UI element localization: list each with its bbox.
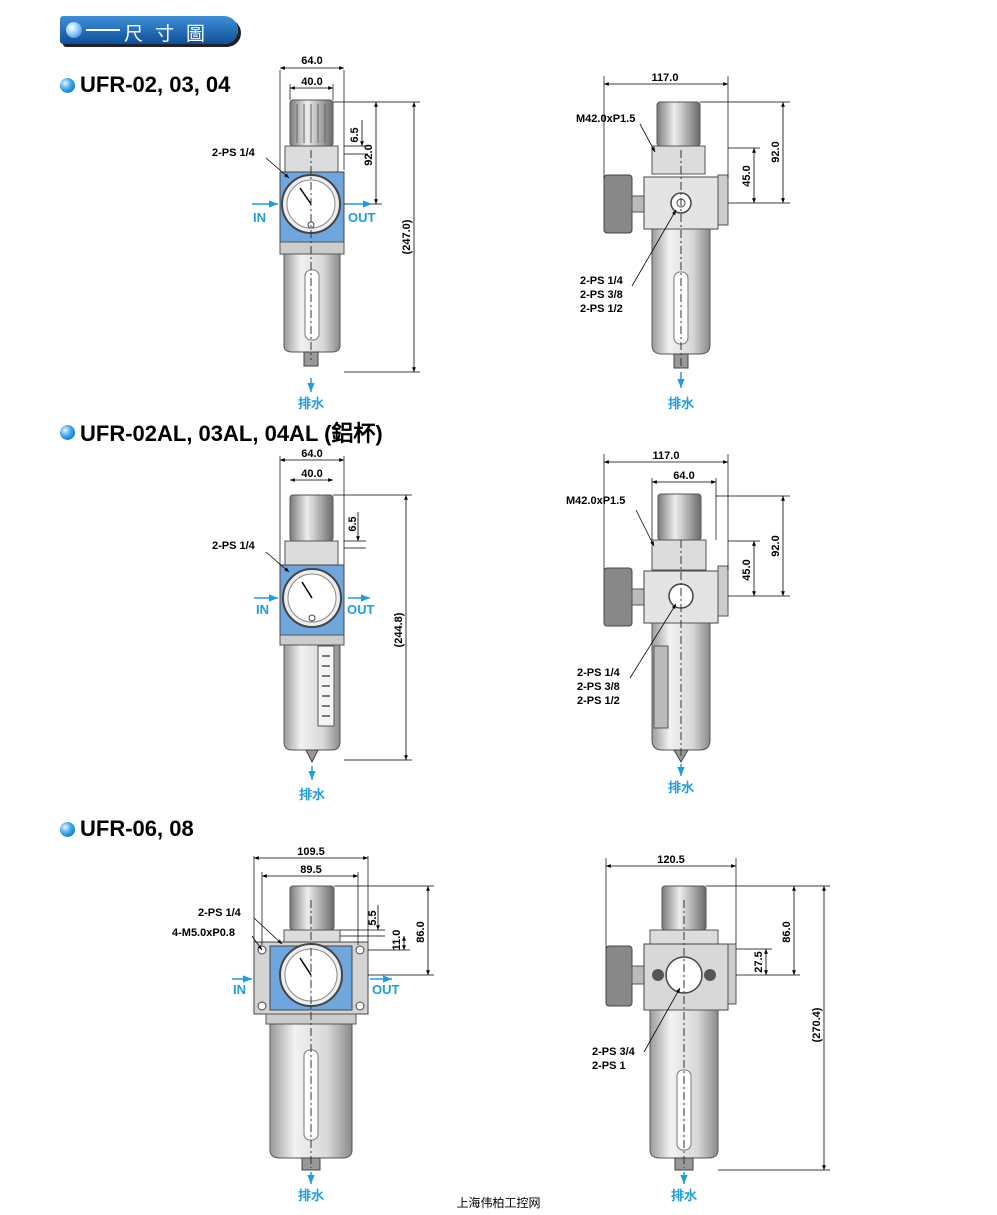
drain-valve (305, 749, 319, 764)
mount-thread-label: 4-M5.0xP0.8 (172, 927, 235, 939)
gauge-side (603, 174, 633, 234)
port-label: 2-PS 1/4 (580, 275, 624, 287)
port-label: 2-PS 1/2 (580, 303, 623, 315)
dim-width: 117.0 (652, 72, 679, 84)
thread-label: M42.0xP1.5 (566, 495, 625, 507)
dim-width-inner: 40.0 (301, 76, 322, 88)
dim-width-inner: 64.0 (673, 470, 694, 482)
regulator-knob (657, 493, 702, 541)
dim-width: 120.5 (657, 854, 685, 866)
dim-height: (270.4) (811, 1007, 823, 1042)
drain-label: 排水 (668, 780, 695, 795)
bullet-icon (60, 821, 75, 837)
port-label: 2-PS 1/4 (577, 667, 621, 679)
port-label: 2-PS 3/4 (592, 1046, 636, 1058)
s1-front-view: 64.0 40.0 2-PS 1/4 6.5 92.0 (247.0) IN O… (212, 55, 420, 411)
dim-high: 86.0 (415, 921, 427, 942)
bullet-icon (60, 424, 75, 440)
in-label: IN (256, 602, 269, 617)
out-label: OUT (347, 602, 375, 617)
thread-label: M42.0xP1.5 (576, 113, 635, 125)
regulator-knob (656, 101, 701, 147)
badge-bullet-icon (66, 22, 82, 38)
section-title-2: UFR-02AL, 03AL, 04AL (鋁杯) (60, 416, 383, 448)
bowl-window (304, 269, 320, 341)
in-label: IN (253, 210, 266, 225)
s2-side-view: 117.0 64.0 M42.0xP1.5 45.0 92.0 2-PS 1/4… (566, 450, 790, 795)
regulator-knob (289, 494, 334, 542)
bullet-icon (60, 77, 75, 93)
port-label: 2-PS 3/8 (577, 681, 620, 693)
s3-front-view: 109.5 89.5 2-PS 1/4 4-M5.0xP0.8 5.5 11.0… (172, 846, 434, 1203)
port-label: 2-PS 1/4 (212, 147, 256, 159)
section-title-text: UFR-02, 03, 04 (80, 72, 231, 97)
dim-low: 45.0 (741, 559, 753, 580)
drain-label: 排水 (298, 396, 325, 411)
gauge-side (603, 567, 633, 627)
port-label: 2-PS 1 (592, 1060, 626, 1072)
in-label: IN (233, 982, 246, 997)
section-title-3: UFR-06, 08 (60, 816, 194, 842)
drain-label: 排水 (299, 787, 326, 802)
dim-width-inner: 89.5 (300, 864, 321, 876)
dim-low: 27.5 (753, 951, 765, 972)
dim-width-inner: 40.0 (301, 468, 322, 480)
out-label: OUT (372, 982, 400, 997)
s1-side-view: 117.0 M42.0xP1.5 45.0 92.0 2-PS 1/4 2-PS… (576, 72, 790, 411)
drain-label: 排水 (671, 1188, 698, 1203)
gauge-side (605, 945, 633, 1007)
port-label: 2-PS 1/4 (212, 540, 256, 552)
dim-mid: 92.0 (363, 144, 375, 165)
regulator-knob (289, 885, 335, 931)
dim-small: 5.5 (367, 910, 379, 925)
badge-label: 尺寸圖 (124, 23, 218, 45)
dim-width-outer: 117.0 (653, 450, 680, 462)
s2-front-view: 64.0 40.0 2-PS 1/4 6.5 (244.8) IN OUT 排水 (212, 448, 412, 802)
dimensions-badge: 尺寸圖 (60, 16, 240, 48)
dim-height: (244.8) (393, 612, 405, 647)
dim-small: 6.5 (349, 127, 361, 142)
section-title-1: UFR-02, 03, 04 (60, 72, 230, 98)
dim-width-outer: 64.0 (301, 55, 322, 67)
dim-high: 92.0 (770, 141, 782, 162)
dim-width-outer: 64.0 (301, 448, 322, 460)
dim-mid: 11.0 (391, 930, 403, 951)
section-title-text: UFR-06, 08 (80, 816, 194, 841)
dim-width-outer: 109.5 (297, 846, 325, 858)
out-label: OUT (348, 210, 376, 225)
port-label: 2-PS 3/8 (580, 289, 623, 301)
dim-low: 45.0 (741, 165, 753, 186)
dim-small: 6.5 (347, 516, 359, 531)
dim-height: (247.0) (401, 219, 413, 254)
dim-high: 92.0 (770, 535, 782, 556)
port-label: 2-PS 1/2 (577, 695, 620, 707)
drain-label: 排水 (668, 396, 695, 411)
s3-side-view: 120.5 27.5 86.0 (270.4) 2-PS 3/4 2-PS 1 … (592, 854, 830, 1203)
port-label: 2-PS 1/4 (198, 907, 242, 919)
drain-label: 排水 (298, 1188, 325, 1203)
dim-high: 86.0 (781, 921, 793, 942)
section-title-text: UFR-02AL, 03AL, 04AL (鋁杯) (80, 421, 383, 446)
footer-watermark: 上海伟柏工控网 (456, 1196, 541, 1210)
